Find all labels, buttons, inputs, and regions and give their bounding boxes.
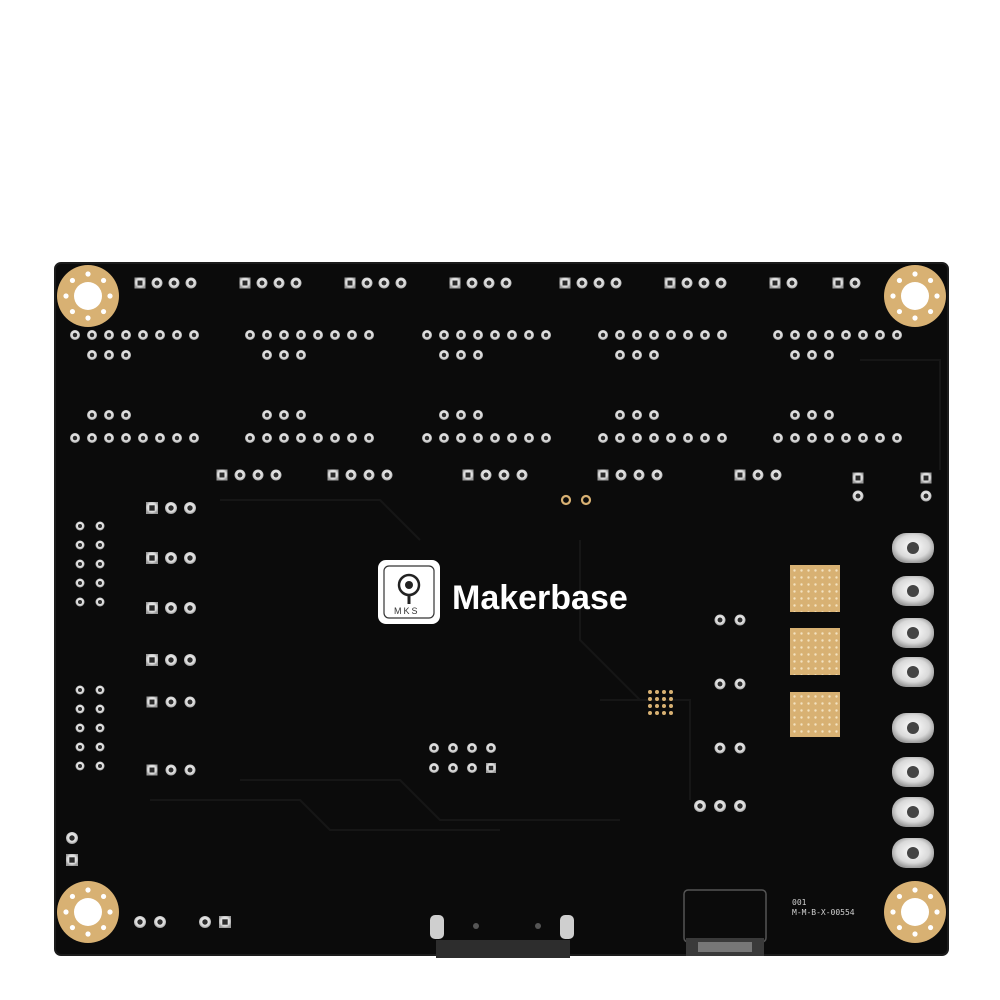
pcb-traces — [150, 359, 941, 831]
gold-pad-2 — [790, 628, 840, 675]
brand-name: Makerbase — [452, 579, 628, 617]
mks-logo-icon: MKS — [378, 560, 440, 624]
mounting-hole-icon — [884, 265, 946, 327]
sd-card-slot — [430, 915, 574, 958]
mounting-hole-icon — [884, 881, 946, 943]
mounting-hole-icon — [57, 265, 119, 327]
logo-letters: MKS — [394, 606, 420, 616]
gold-pad-1 — [790, 565, 840, 612]
mounting-hole-icon — [57, 265, 946, 943]
silkscreen-line-2: M-M-B-X-00554 — [792, 908, 855, 917]
pad-groups — [66, 277, 932, 928]
via-cluster — [648, 690, 673, 715]
silkscreen-line-1: 001 — [792, 898, 807, 907]
terminal-pads — [892, 533, 934, 868]
gold-pad-3 — [790, 692, 840, 737]
mounting-hole-icon — [57, 881, 119, 943]
usb-connector — [683, 889, 767, 956]
